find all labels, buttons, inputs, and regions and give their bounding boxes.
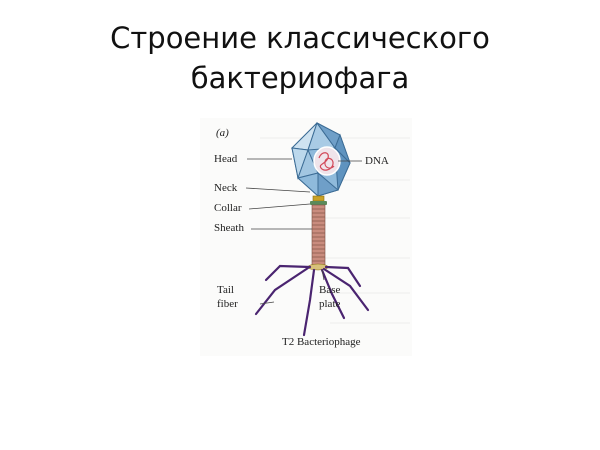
bacteriophage-figure: (a) Head DNA Neck Collar Sheath Tail fib… — [200, 118, 412, 356]
label-collar: Collar — [214, 202, 242, 214]
label-sheath: Sheath — [214, 222, 244, 234]
figure-caption: T2 Bacteriophage — [282, 336, 361, 348]
panel-label: (a) — [216, 127, 229, 139]
dna-coil — [318, 152, 335, 171]
slide-title: Строение классического бактериофага — [0, 18, 600, 98]
label-dna: DNA — [365, 155, 389, 167]
label-neck: Neck — [214, 182, 238, 194]
slide-title-line-2: бактериофага — [190, 61, 410, 95]
slide-title-line-1: Строение классического — [110, 21, 490, 55]
label-base-plate-line-1: Base — [319, 284, 341, 296]
label-base-plate-line-2: plate — [319, 298, 341, 310]
label-head: Head — [214, 153, 238, 165]
tail-fibers — [254, 264, 370, 337]
bacteriophage-illustration — [245, 121, 410, 337]
label-tail-fiber-line-1: Tail — [217, 284, 234, 296]
label-tail-fiber-line-2: fiber — [217, 298, 238, 310]
